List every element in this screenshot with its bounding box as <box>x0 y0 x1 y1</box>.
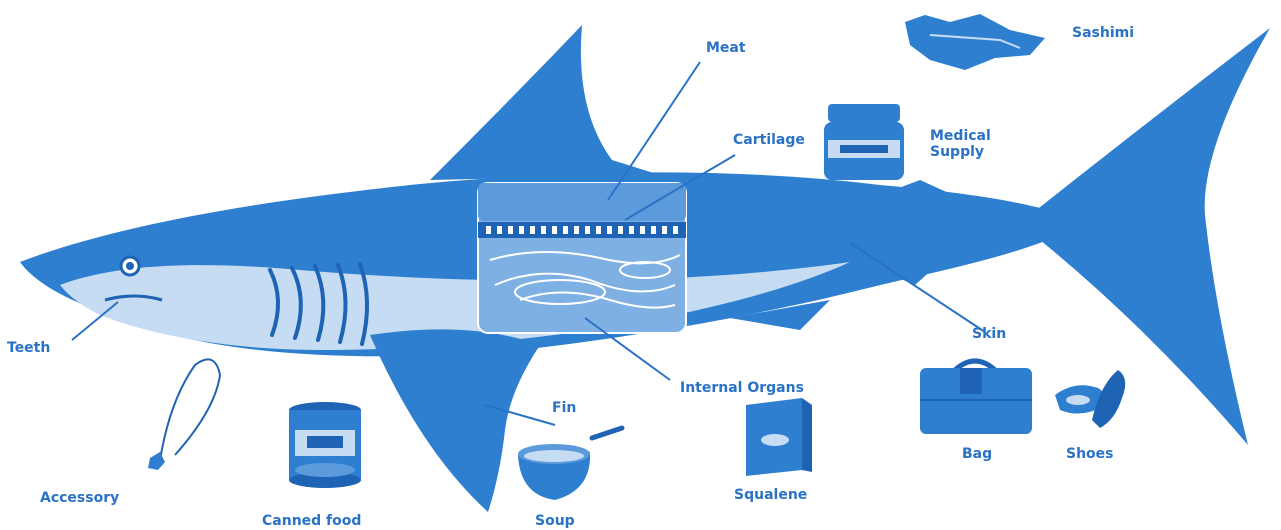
shoes-icon <box>1055 370 1125 428</box>
tail-fin <box>1030 28 1270 445</box>
label-internal-organs: Internal Organs <box>680 380 804 396</box>
squalene-box-icon <box>746 398 812 476</box>
label-meat: Meat <box>706 40 746 56</box>
cutaway-window <box>478 183 686 333</box>
label-soup: Soup <box>535 513 575 529</box>
pectoral-fin <box>370 329 540 512</box>
label-accessory: Accessory <box>40 490 119 506</box>
label-shoes: Shoes <box>1066 446 1114 462</box>
label-teeth: Teeth <box>7 340 50 356</box>
label-squalene: Squalene <box>734 487 807 503</box>
shark-illustration <box>20 25 1270 512</box>
canned-food-icon <box>289 402 361 488</box>
medical-jar-icon <box>824 104 904 180</box>
label-bag: Bag <box>962 446 992 462</box>
label-skin: Skin <box>972 326 1006 342</box>
dorsal-fin <box>430 25 660 180</box>
label-canned-food: Canned food <box>262 513 361 529</box>
bag-icon <box>920 361 1032 434</box>
label-fin: Fin <box>552 400 576 416</box>
label-cartilage: Cartilage <box>733 132 805 148</box>
label-sashimi: Sashimi <box>1072 25 1134 41</box>
accessory-necklace-icon <box>148 359 220 470</box>
sashimi-icon <box>905 14 1045 70</box>
label-medical-supply: Medical Supply <box>930 128 1010 160</box>
soup-bowl-icon <box>518 428 622 500</box>
